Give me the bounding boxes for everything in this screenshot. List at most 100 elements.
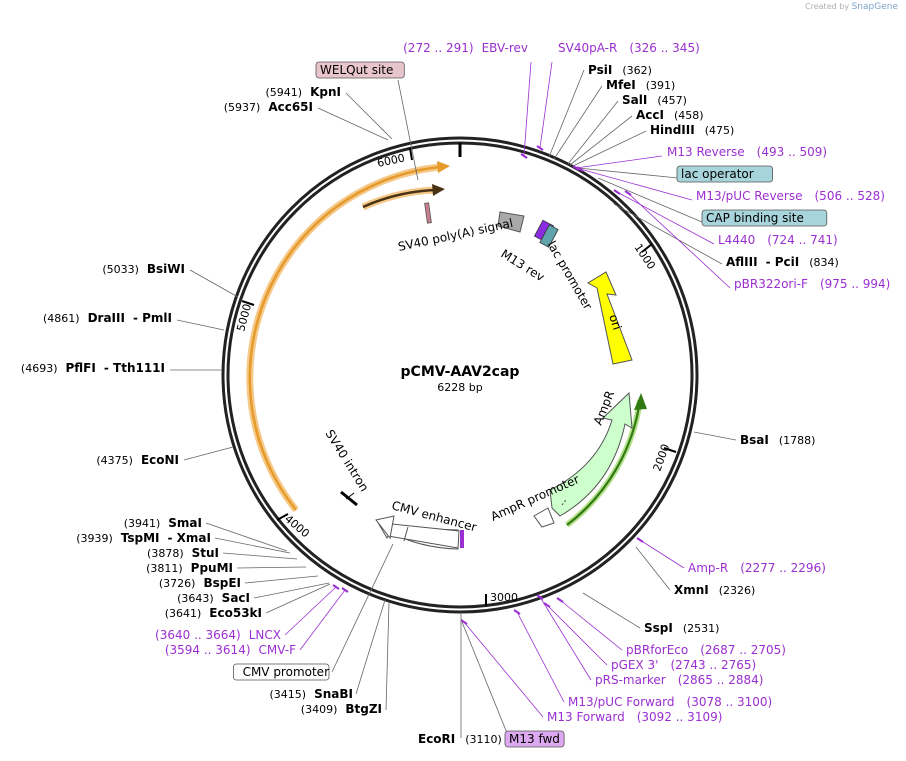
site-label: M13/pUC Forward(3078 .. 3100) — [568, 695, 772, 709]
enzyme-name: XmnI — [674, 583, 709, 597]
primer-mark — [624, 190, 632, 196]
leader-line — [548, 69, 585, 158]
sv40-intron-feature[interactable]: SV40 intron — [322, 427, 372, 507]
primer-name: pBRforEco — [626, 643, 688, 657]
site-acci[interactable]: AccI(458) — [569, 108, 704, 166]
site-lacop[interactable]: lac operator — [577, 165, 773, 183]
site-label: (3726)BspEI — [159, 576, 241, 590]
site-pgex[interactable]: pGEX 3'(2743 .. 2765) — [543, 602, 756, 672]
leader-line — [569, 115, 633, 166]
primer-name: EBV-rev — [482, 41, 528, 55]
site-sv40pa[interactable]: SV40pA-R(326 .. 345) — [536, 41, 700, 151]
site-hindiii[interactable]: HindIII(475) — [572, 123, 734, 167]
welqut-mark — [424, 202, 432, 224]
site-pbr322[interactable]: pBR322ori-F(975 .. 994) — [624, 190, 890, 291]
site-btgzi[interactable]: (3409)BtgZI — [301, 601, 390, 716]
feature-box — [676, 165, 773, 183]
site-bsiwi[interactable]: (5033)BsiWI — [102, 262, 239, 298]
cmv-enhancer-feature[interactable]: CMV enhancer — [375, 498, 478, 550]
leader-line — [265, 583, 331, 614]
site-lncx[interactable]: (3640 .. 3664)LNCX — [155, 584, 340, 642]
site-afliii[interactable]: AflIII- PciI(834) — [613, 203, 839, 269]
site-label: MfeI(391) — [606, 78, 675, 92]
ori-feature[interactable]: ori — [587, 271, 633, 365]
site-label: M13/pUC Reverse(506 .. 528) — [696, 189, 885, 203]
primer-mark — [636, 537, 644, 543]
site-label: L4440(724 .. 741) — [718, 233, 838, 247]
site-tspmi[interactable]: (3939)TspMI- XmaI — [76, 531, 291, 554]
site-prs[interactable]: pRS-marker(2865 .. 2884) — [536, 594, 763, 687]
cap-orf-feature[interactable] — [246, 161, 450, 513]
enzyme-position: (362) — [622, 64, 652, 77]
site-stui[interactable]: (3878)StuI — [147, 546, 298, 560]
lac-promoter-feature[interactable]: lac promoter M13 rev — [498, 219, 595, 312]
enzyme-name: Eco53kI — [209, 606, 262, 620]
snapgene-credit: Created by SnapGene — [805, 2, 898, 12]
site-xmni[interactable]: XmnI(2326) — [635, 546, 755, 597]
enzyme-position: (3641) — [165, 607, 202, 620]
site-m13pucf[interactable]: M13/pUC Forward(3078 .. 3100) — [513, 609, 772, 709]
site-bsai[interactable]: BsaI(1788) — [693, 431, 815, 447]
site-sspi[interactable]: SspI(2531) — [582, 592, 719, 635]
site-label: (5941)KpnI — [266, 85, 341, 99]
ampr-feature[interactable]: AmpR — [549, 389, 633, 517]
primer-range: (3078 .. 3100) — [687, 695, 773, 709]
enzyme-position: (3110) — [465, 733, 502, 746]
site-ppumi[interactable]: (3811)PpuMI — [146, 561, 307, 575]
site-label: AflIII- PciI(834) — [726, 255, 839, 269]
primer-mark — [520, 153, 528, 159]
site-label: PsiI (362) — [588, 63, 652, 77]
primer-range: (975 .. 994) — [820, 277, 890, 291]
site-mfei[interactable]: MfeI(391) — [553, 78, 675, 160]
site-l4440[interactable]: L4440(724 .. 741) — [613, 189, 838, 247]
enzyme-name: BspEI — [203, 576, 241, 590]
site-pbrforeco[interactable]: pBRforEco(2687 .. 2705) — [556, 597, 786, 657]
site-m13f[interactable]: M13 Forward(3092 .. 3109) — [460, 619, 722, 724]
site-ecori[interactable]: EcoRI(3110) — [418, 612, 502, 746]
site-smai[interactable]: (3941)SmaI — [124, 516, 288, 552]
enzyme-position: (391) — [646, 79, 676, 92]
site-econi[interactable]: (4375)EcoNI — [96, 446, 234, 467]
site-cap[interactable]: CAP binding site — [597, 177, 828, 227]
site-pflfi[interactable]: (4693)PflFI- Tth111I — [21, 361, 222, 375]
site-sali[interactable]: SalI(457) — [567, 93, 687, 165]
tick-label: 3000 — [490, 591, 518, 604]
enzyme-position: (834) — [809, 256, 839, 269]
enzyme-position: (3415) — [270, 688, 307, 701]
site-label: (3939)TspMI- XmaI — [76, 531, 211, 545]
enzyme-name: SmaI — [168, 516, 202, 530]
site-cmvprom[interactable]: CMV promoter — [232, 543, 394, 681]
site-kpni[interactable]: (5941)KpnI — [266, 85, 393, 140]
primer-name: M13 Reverse — [667, 145, 745, 159]
primer-range: (2743 .. 2765) — [670, 658, 756, 672]
site-bspei[interactable]: (3726)BspEI — [159, 575, 319, 590]
site-saci[interactable]: (3643)SacI — [177, 582, 330, 605]
primer-mark — [543, 602, 551, 608]
site-psii[interactable]: PsiI (362) — [548, 63, 652, 158]
primer-mark — [536, 145, 544, 151]
enzyme-name: DraIII — [88, 311, 125, 325]
site-eco53ki[interactable]: (3641) Eco53kI — [165, 583, 331, 620]
site-ampr[interactable]: Amp-R(2277 .. 2296) — [636, 537, 826, 575]
leader-line — [582, 592, 641, 629]
leader-line — [635, 546, 671, 591]
site-m13fwd[interactable]: M13 fwd — [461, 621, 565, 748]
primer-mark — [332, 584, 340, 590]
tick-6000: 6000 — [376, 147, 413, 170]
site-snabi[interactable]: (3415)SnaBI — [270, 599, 386, 701]
site-label: (3643)SacI — [177, 591, 250, 605]
site-label: SalI(457) — [622, 93, 687, 107]
site-m13puc[interactable]: M13/pUC Reverse(506 .. 528) — [576, 166, 885, 203]
site-welqut[interactable]: WELQut site — [315, 61, 419, 181]
site-draiii[interactable]: (4861)DraIII- PmlI — [43, 311, 225, 331]
feature-name: CMV promoter — [243, 665, 330, 679]
site-acc65i[interactable]: (5937)Acc65I — [224, 100, 389, 141]
site-cmvf[interactable]: (3594 .. 3614)CMV-F — [165, 587, 349, 657]
leader-line — [575, 155, 663, 169]
site-label: (272 .. 291)EBV-rev — [403, 41, 528, 55]
site-ebv[interactable]: (272 .. 291)EBV-rev — [403, 41, 532, 159]
enzyme-name: PsiI — [588, 63, 612, 77]
leader-line — [205, 522, 288, 552]
enzyme-position: (3811) — [146, 562, 183, 575]
site-m13rev[interactable]: M13 Reverse(493 .. 509) — [572, 145, 827, 171]
